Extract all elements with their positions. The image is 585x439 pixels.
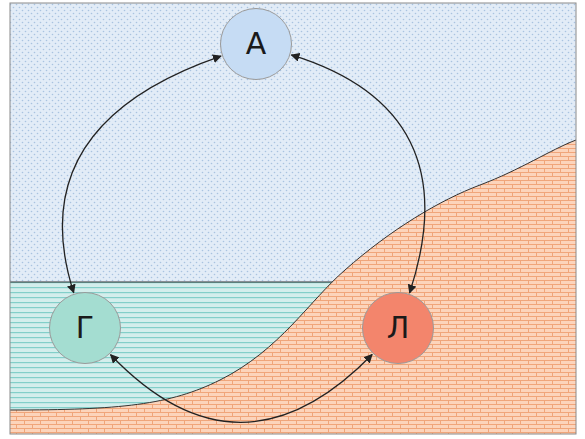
exchange-arrow: [111, 354, 373, 422]
frame: [10, 3, 576, 434]
hydrosphere-circle: Г: [49, 292, 121, 364]
sphere-letter: Л: [387, 313, 410, 343]
land-outline: [10, 140, 576, 410]
water-surface: [10, 282, 335, 283]
land-area: [10, 140, 576, 434]
atmosphere-circle: А: [220, 8, 292, 80]
sphere-letter: Г: [76, 313, 94, 343]
exchange-arrow: [62, 56, 221, 293]
sphere-letter: А: [246, 29, 267, 59]
exchange-arrow: [291, 55, 425, 293]
atmosphere-area: [10, 3, 576, 434]
lithosphere-circle: Л: [362, 292, 434, 364]
